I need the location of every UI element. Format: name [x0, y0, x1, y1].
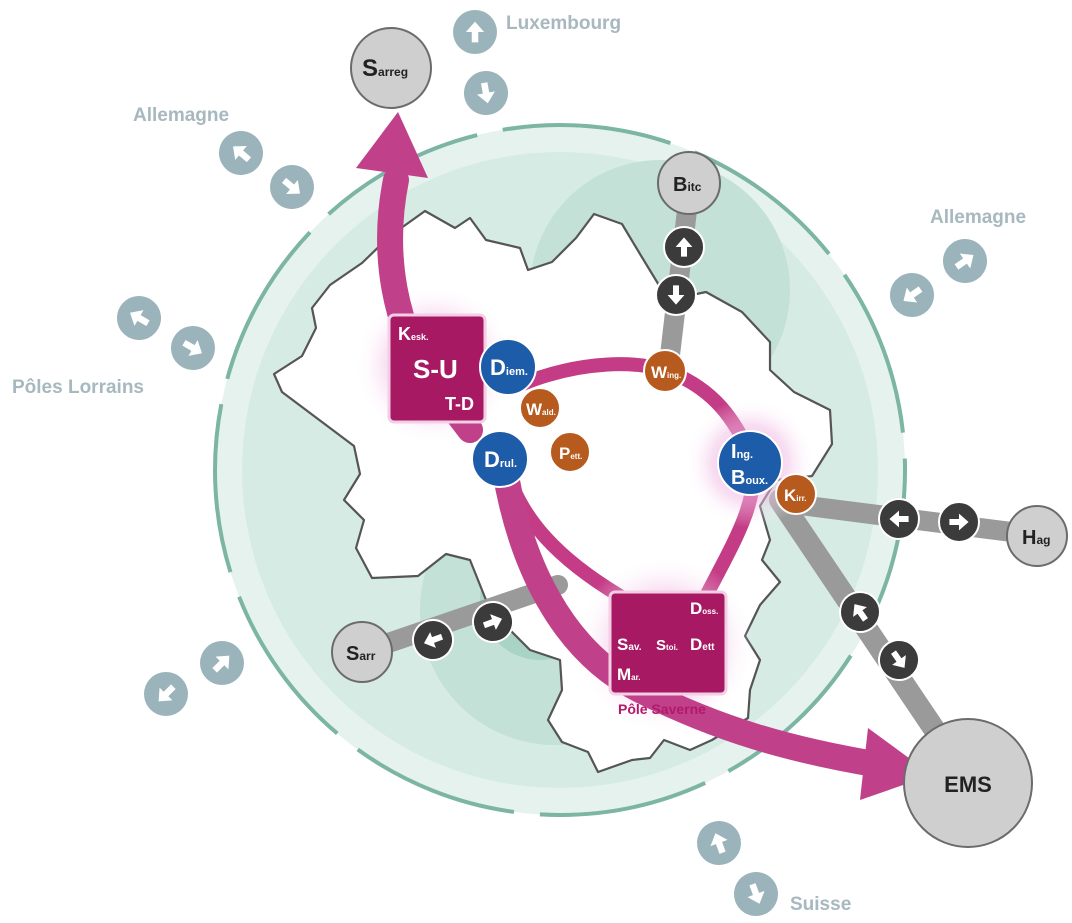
svg-text:Kirr.: Kirr. — [784, 486, 807, 505]
arrow-icon — [412, 619, 454, 661]
pole-north-line3: T-D — [445, 394, 474, 414]
arrow-icon — [878, 498, 920, 540]
node-diem[interactable]: Diem. — [479, 338, 537, 396]
arrow-icon — [655, 274, 697, 316]
pole-north-line2: S-U — [413, 354, 458, 384]
node-wald[interactable]: Wald. — [519, 387, 561, 429]
outer-ring-border — [213, 123, 907, 817]
arrow-icon — [697, 821, 741, 865]
pole-south-mar: Mar. — [617, 665, 641, 684]
label-suisse: Suisse — [790, 894, 851, 915]
pole-south-sav: Sav. — [617, 635, 642, 654]
svg-text:Ing.: Ing. — [731, 441, 753, 463]
svg-text:Bitc: Bitc — [673, 174, 702, 196]
arrow-icon — [171, 326, 215, 370]
label-allemagne-ne: Allemagne — [930, 207, 1026, 228]
svg-text:Sarr: Sarr — [346, 643, 376, 665]
arrow-icon — [938, 501, 980, 543]
arrow-icon — [878, 639, 920, 681]
flow-arrow-south-head — [860, 728, 932, 800]
pole-north-line1: Kesk. — [398, 324, 429, 344]
node-wing[interactable]: Wing. — [643, 349, 687, 393]
svg-text:EMS: EMS — [944, 772, 992, 797]
svg-text:Drul.: Drul. — [484, 447, 517, 472]
svg-text:Boux.: Boux. — [731, 467, 768, 489]
road-direction-arrows — [412, 226, 980, 681]
node-bitc[interactable]: Bitc — [657, 151, 721, 215]
pole-north[interactable]: Kesk. S-U T-D — [387, 313, 487, 424]
node-ing-boux[interactable]: Ing. Boux. — [717, 430, 783, 496]
orange-nodes: Wing. Wald. Pett. Kirr. — [519, 349, 817, 515]
label-luxembourg: Luxembourg — [506, 13, 621, 34]
arrow-icon — [453, 10, 497, 54]
pole-south-dett: Dett — [690, 635, 715, 654]
svg-text:Sarreg: Sarreg — [362, 55, 408, 82]
arrow-icon — [219, 131, 263, 175]
node-drul[interactable]: Drul. — [471, 430, 529, 488]
arrow-icon — [943, 239, 987, 283]
node-pett[interactable]: Pett. — [549, 431, 591, 473]
arrow-icon — [200, 641, 244, 685]
pole-south-stoi: Stoi. — [656, 637, 678, 654]
arrow-icon — [472, 601, 514, 643]
label-allemagne-nw: Allemagne — [133, 105, 229, 126]
pole-south[interactable]: Doss. Sav. Stoi. Dett Mar. Pôle Saverne — [608, 590, 728, 717]
node-hag[interactable]: Hag — [1006, 505, 1068, 567]
blue-nodes: Diem. Drul. Ing. Boux. — [471, 338, 783, 496]
direction-labels: Luxembourg Allemagne Allemagne Pôles Lor… — [12, 13, 1026, 915]
external-direction-arrows — [117, 10, 987, 916]
pole-south-doss: Doss. — [690, 599, 718, 618]
arrow-icon — [663, 226, 705, 268]
node-sarreg[interactable]: Sarreg — [350, 27, 432, 109]
arrow-icon — [464, 71, 508, 115]
svg-text:Wald.: Wald. — [526, 400, 556, 419]
arrow-icon — [117, 296, 161, 340]
arrow-icon — [839, 591, 881, 633]
node-kirr[interactable]: Kirr. — [775, 473, 817, 515]
node-sarr[interactable]: Sarr — [331, 621, 393, 683]
svg-text:Hag: Hag — [1022, 527, 1050, 549]
label-poles-lorrains: Pôles Lorrains — [12, 377, 144, 398]
external-nodes: Sarreg Bitc Hag Sarr EMS — [331, 27, 1068, 848]
pole-south-box[interactable] — [608, 590, 728, 696]
svg-text:Pett.: Pett. — [559, 444, 582, 463]
road-sarr — [352, 575, 568, 662]
arrow-icon — [734, 872, 778, 916]
node-ems[interactable]: EMS — [903, 718, 1033, 848]
svg-text:Diem.: Diem. — [490, 355, 528, 380]
svg-text:Wing.: Wing. — [651, 363, 681, 382]
arrow-icon — [270, 165, 314, 209]
flow-arrow-north-head — [356, 112, 428, 178]
arrow-icon — [144, 672, 188, 716]
pole-south-caption: Pôle Saverne — [618, 701, 706, 717]
arrow-icon — [890, 273, 934, 317]
